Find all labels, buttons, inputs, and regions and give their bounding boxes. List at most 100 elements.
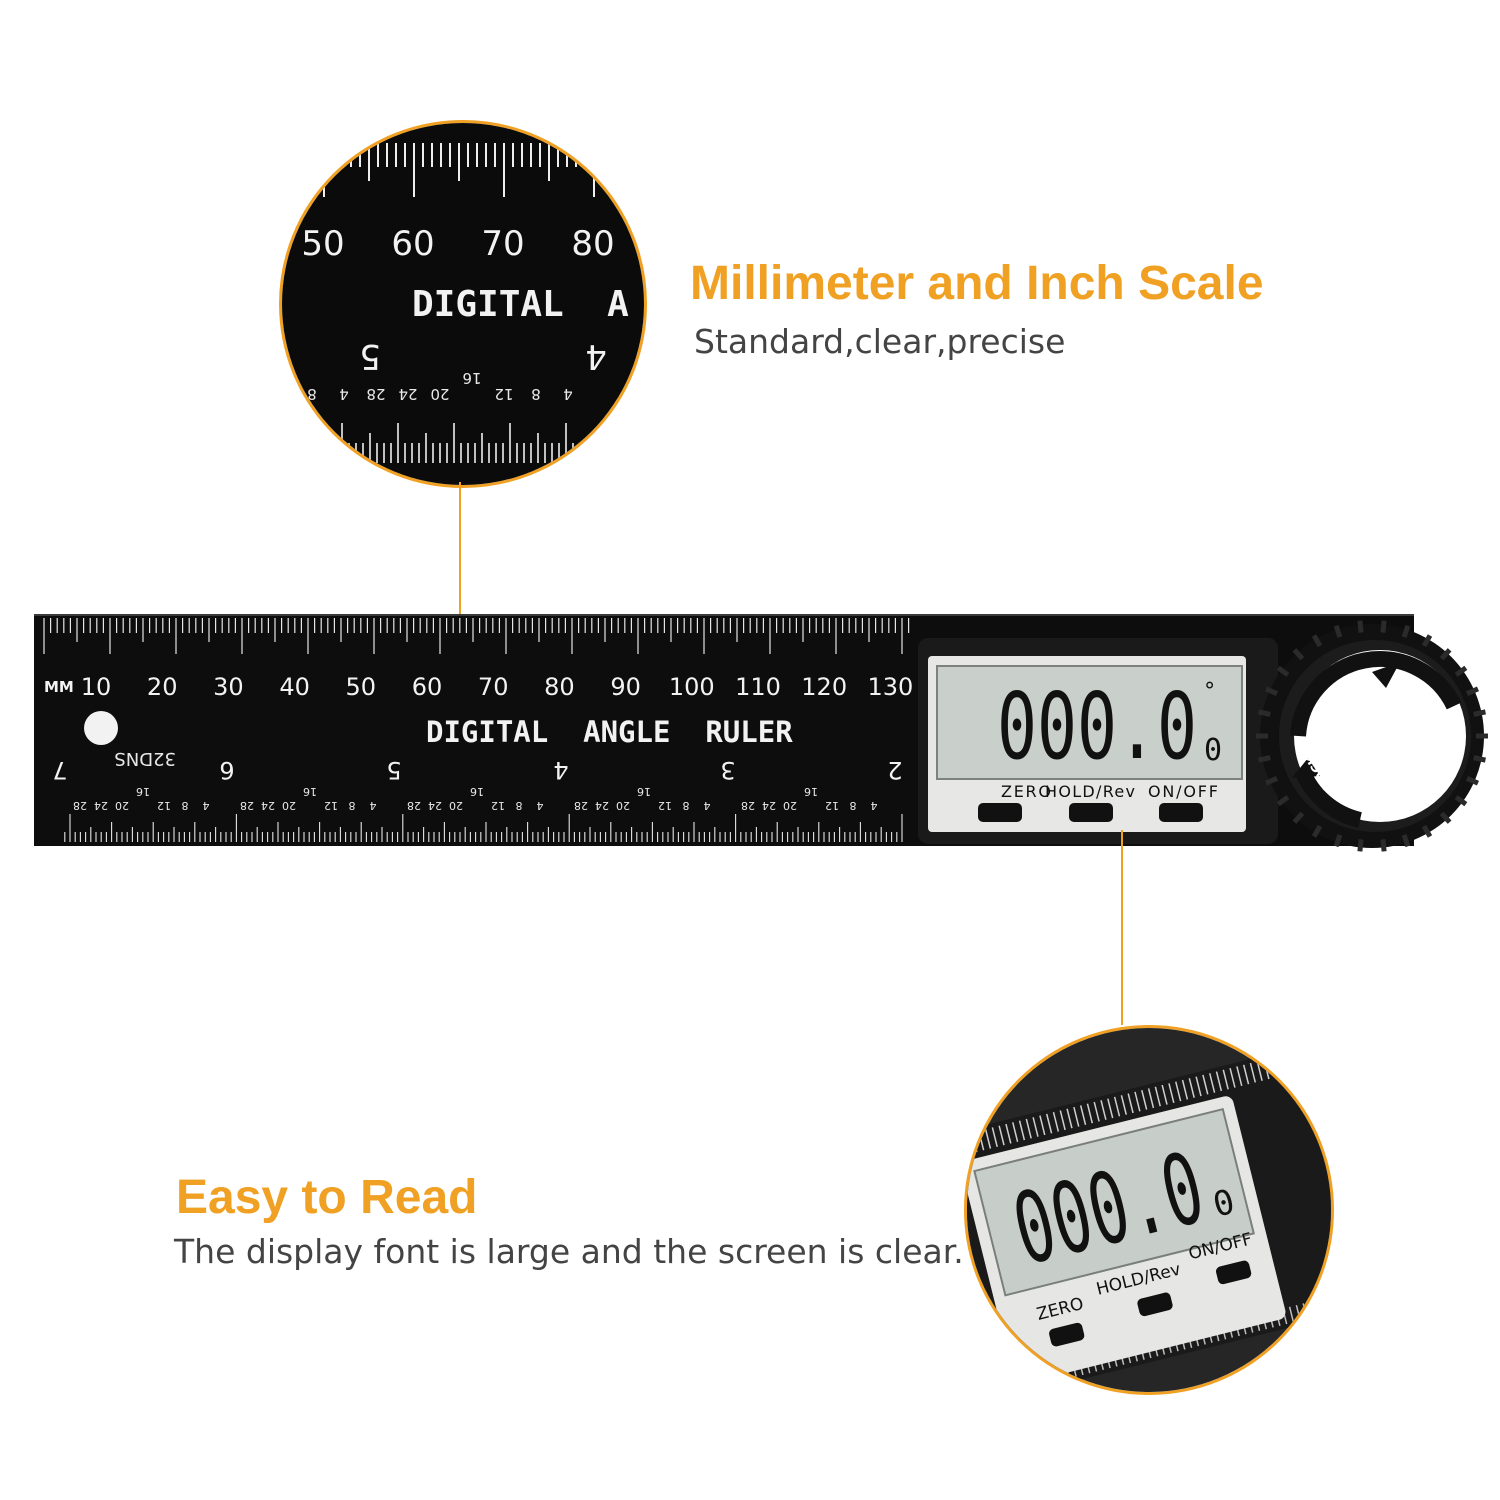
feature-desc-scale: Standard,clear,precise — [694, 322, 1066, 361]
inch-label: 2 — [887, 756, 902, 784]
zoom-fraction-label: 4 — [339, 385, 349, 403]
lcd-small-digit: 0 — [1204, 733, 1222, 768]
zoom-display-tick — [1017, 1374, 1023, 1391]
zoom-display-tick — [1168, 1083, 1175, 1103]
zoom-display-tick — [1073, 1106, 1080, 1127]
fraction-label: 12 — [658, 799, 672, 812]
lock-arrow-icon — [1292, 758, 1320, 778]
fraction-label: 24 — [428, 799, 442, 812]
knob-tooth — [1454, 665, 1468, 677]
zoom-display-tick — [1222, 1069, 1229, 1090]
lock-knob[interactable]: OPEN LOCK — [1256, 620, 1488, 852]
zoom-display-tick — [1208, 1073, 1216, 1093]
ruler-brand-text: DIGITAL ANGLE RULER — [426, 715, 793, 749]
zoom-display-tick — [1324, 1044, 1331, 1065]
fraction-label: 4 — [203, 799, 210, 812]
zoom-display-tick — [1276, 1056, 1284, 1076]
lcd-screen — [936, 665, 1243, 780]
knob-tooth — [1265, 686, 1279, 696]
mm-label: 90 — [610, 673, 641, 701]
zoom-mm-label: 70 — [481, 224, 524, 264]
zoom-display-tick — [1154, 1086, 1161, 1107]
lcd-degree-symbol: ° — [1203, 679, 1216, 704]
knob-tooth — [1292, 811, 1305, 824]
knob-tooth — [1439, 648, 1452, 661]
fraction-label: 24 — [762, 799, 776, 812]
zoom-display-tick — [1018, 1120, 1026, 1141]
mm-label: 40 — [279, 673, 310, 701]
zoom-display-tick — [990, 1381, 996, 1392]
zoom-fraction-label: 16 — [462, 369, 481, 387]
fraction-label: 28 — [73, 799, 87, 812]
zoom-display-tick — [998, 1125, 1005, 1146]
mm-label: 50 — [346, 673, 377, 701]
zoom-circle-display: 000.0 0 ZERO HOLD/Rev ON/OFF — [964, 1025, 1334, 1395]
fraction-label: 28 — [407, 799, 421, 812]
zoom-display-tick — [1093, 1101, 1100, 1122]
mm-label: 20 — [147, 673, 178, 701]
knob-tooth — [1258, 709, 1271, 717]
mm-label: 30 — [213, 673, 244, 701]
hold-rev-button[interactable] — [1069, 803, 1113, 822]
on-off-button[interactable] — [1159, 803, 1203, 822]
zoom-display-tick — [1175, 1081, 1182, 1102]
zero-button[interactable] — [978, 803, 1022, 822]
knob-tooth — [1265, 776, 1279, 786]
zoom-display-tick — [1100, 1100, 1107, 1120]
zoom-onoff-button — [1215, 1260, 1252, 1285]
knob-tooth — [1357, 620, 1364, 633]
ruler-top-ticks — [43, 618, 910, 654]
zoom-display-tick — [1310, 1047, 1318, 1068]
fraction-label: 4 — [537, 799, 544, 812]
inch-label: 6 — [219, 756, 234, 784]
zoom-display-tick — [1010, 1376, 1016, 1392]
zoom-display-tick — [1012, 1122, 1019, 1142]
feature-desc-read: The display font is large and the screen… — [174, 1232, 964, 1271]
knob-tooth — [1454, 795, 1468, 807]
mm-label: 10 — [81, 673, 112, 701]
zoom-display-tick — [991, 1127, 998, 1148]
knob-tooth — [1465, 776, 1479, 786]
mm-label: 130 — [867, 673, 913, 701]
zoom-mm-label: 50 — [301, 224, 344, 264]
zoom-display-tick — [1249, 1062, 1257, 1083]
zoom-inch-label: 4 — [585, 336, 607, 376]
zoom-fraction-label: 20 — [430, 385, 449, 403]
zoom-display-tick — [1288, 1306, 1295, 1323]
zoom-display-tick — [1161, 1084, 1168, 1105]
fraction-label: 4 — [871, 799, 878, 812]
zoom-display-tick — [1188, 1078, 1195, 1098]
knob-tooth — [1258, 755, 1271, 763]
fraction-label: 8 — [516, 799, 523, 812]
knob-tooth — [1465, 686, 1479, 696]
knob-tooth — [1333, 834, 1343, 848]
zoom-display-tick — [1113, 1096, 1121, 1117]
fraction-label: 16 — [470, 785, 484, 798]
zoom-display-tick — [1037, 1369, 1043, 1386]
zoom-display-tick — [1023, 1372, 1030, 1389]
zero-button-label: ZERO — [1001, 782, 1051, 801]
zoom-display-tick — [1283, 1054, 1290, 1075]
zoom-display-tick — [984, 1128, 992, 1149]
fraction-label: 28 — [574, 799, 588, 812]
zoom-display-tick — [1051, 1365, 1057, 1382]
zoom-display-tick — [1032, 1117, 1039, 1137]
zoom-display-tick — [1066, 1108, 1073, 1129]
fraction-label: 12 — [324, 799, 338, 812]
hang-hole — [84, 711, 118, 745]
knob-tooth — [1276, 665, 1290, 677]
zoom-display-tick — [1297, 1051, 1304, 1071]
zoom-display-tick — [971, 1132, 978, 1153]
zoom-display-tick — [1052, 1112, 1060, 1132]
zoom-fraction-label: 4 — [563, 385, 573, 403]
zoom-display-tick — [1195, 1076, 1202, 1097]
zoom-hold-button — [1137, 1292, 1173, 1317]
zoom-display-tick — [1005, 1123, 1012, 1144]
zoom-display-tick — [1039, 1115, 1046, 1136]
mm-label: 100 — [669, 673, 715, 701]
fraction-label: 24 — [94, 799, 108, 812]
